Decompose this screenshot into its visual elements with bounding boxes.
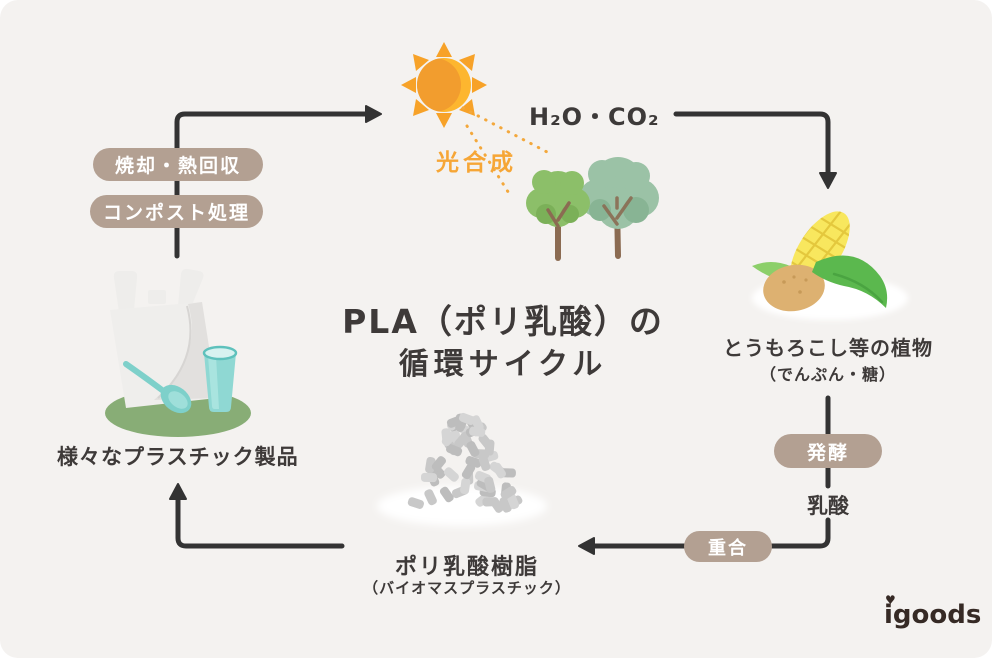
h2o-co2-label: H₂O・CO₂ <box>529 103 660 131</box>
logo-heart-icon: ♥ <box>885 593 896 607</box>
corn-leaf-dark <box>812 255 888 308</box>
badge-incineration: 焼却・熱回収 <box>93 148 263 181</box>
photosynthesis-label: 光合成 <box>436 150 517 176</box>
plastic-bag-icon <box>110 268 217 408</box>
plants-sub-label: （でんぷん・糖） <box>759 365 896 384</box>
logo-text: igoods <box>884 600 982 630</box>
arrowhead-down <box>819 172 837 189</box>
title-line2: 循環サイクル <box>398 346 608 382</box>
resin-sub-label: （バイオマスプラスチック） <box>363 579 571 597</box>
products-label: 様々なプラスチック製品 <box>57 445 299 469</box>
badge-fermentation: 発酵 <box>774 434 882 468</box>
lactic-acid-label: 乳酸 <box>807 494 849 518</box>
potato <box>763 264 825 312</box>
arrowhead-right <box>365 105 382 123</box>
trees-illustration <box>526 157 659 261</box>
arrowhead-up <box>169 483 187 500</box>
spoon-icon <box>123 361 192 414</box>
arrow-resin-to-products <box>175 496 345 549</box>
resin-pellets-illustration <box>377 412 547 526</box>
pellet-pile <box>407 412 523 513</box>
resin-label: ポリ乳酸樹脂 <box>394 555 539 580</box>
arrow-products-to-sun <box>174 111 369 259</box>
line-lactic-to-polymerization <box>769 517 831 549</box>
plastic-products-illustration <box>105 268 251 437</box>
brand-logo: igoods ♥ <box>884 594 982 630</box>
sunlight-dotted-lines <box>461 106 549 197</box>
badge-polymerization: 重合 <box>684 531 772 562</box>
arrow-h2o-to-corn <box>673 111 831 175</box>
diagram-title: PLA（ポリ乳酸）の 循環サイクル <box>303 300 703 384</box>
badge-compost: コンポスト処理 <box>90 195 263 228</box>
corn-plant-illustration <box>752 201 908 320</box>
cup-icon <box>202 345 238 412</box>
plants-label: とうもろこし等の植物 <box>723 336 933 360</box>
title-line1: PLA（ポリ乳酸）の <box>342 302 664 341</box>
